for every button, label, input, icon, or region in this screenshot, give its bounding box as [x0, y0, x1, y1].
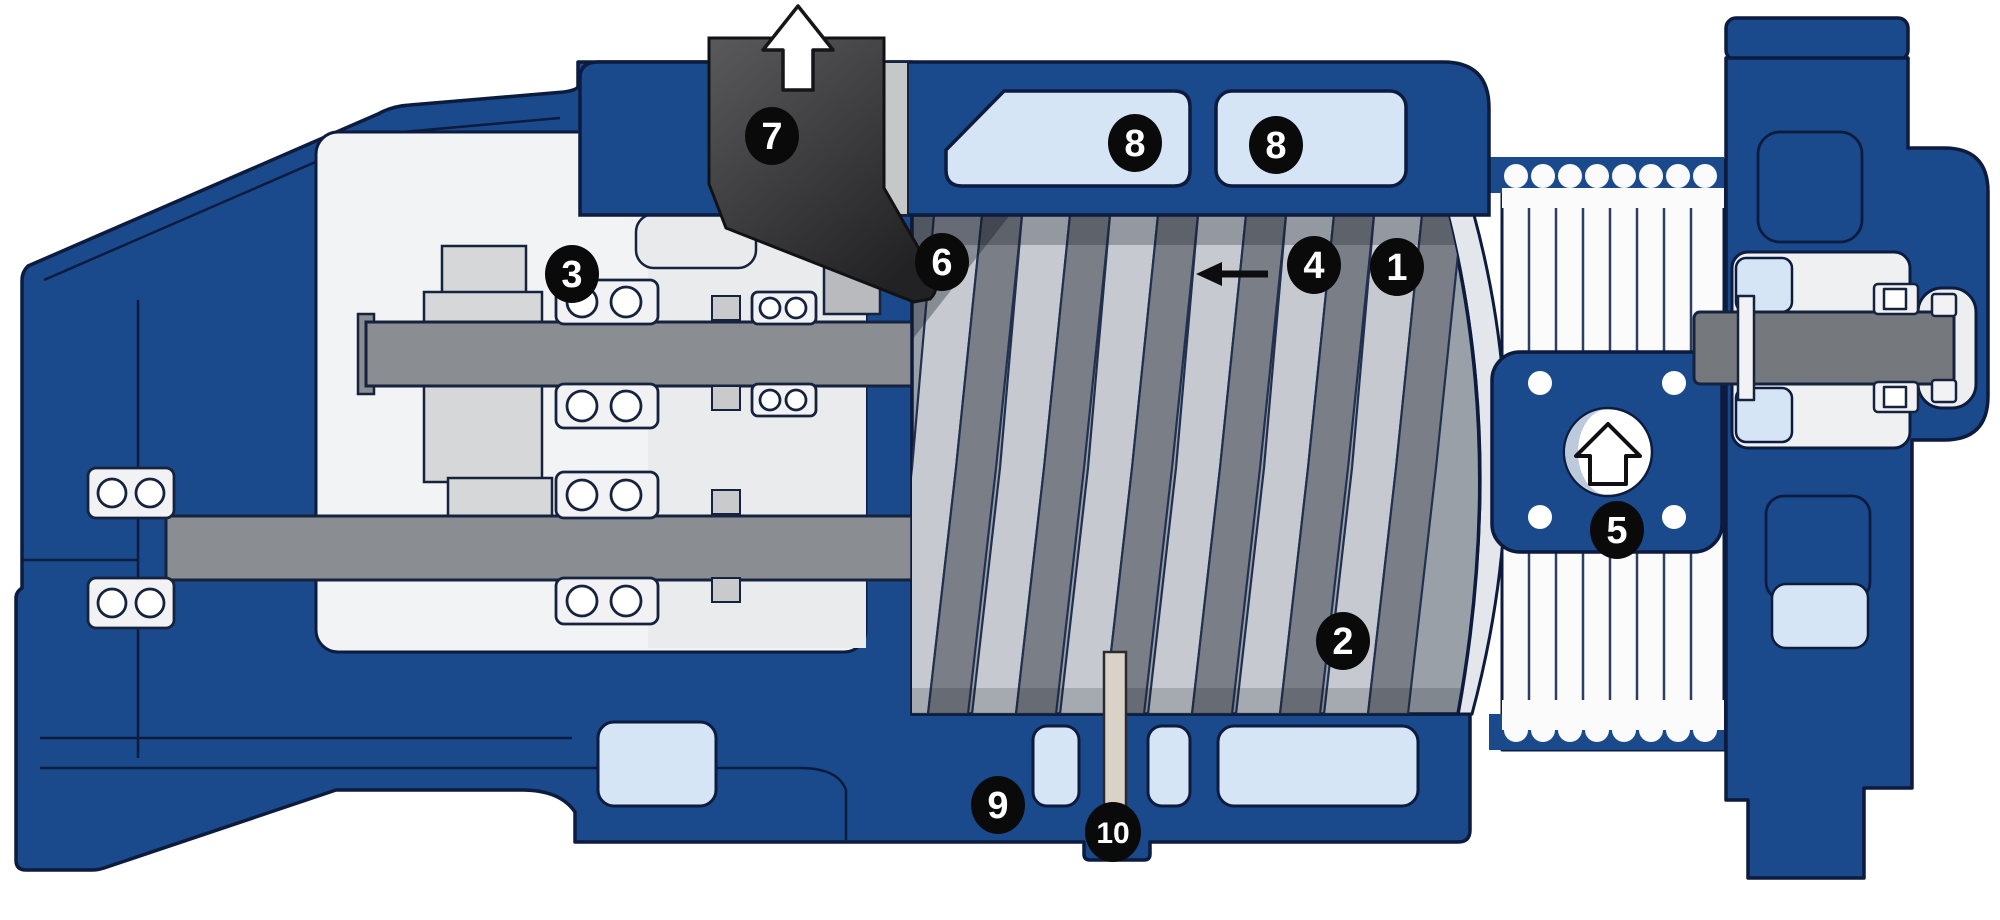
callout-label: 2	[1332, 621, 1353, 663]
callout-badges: 1 2 3 4 5 6 7 8 8 9 10	[545, 107, 1644, 862]
callout-label: 8	[1265, 125, 1286, 167]
callout-label: 3	[561, 254, 582, 296]
callout-5: 5	[1590, 501, 1644, 559]
housing-cap	[1724, 16, 1910, 62]
rotor-blade	[1146, 215, 1248, 714]
bottom-port	[1146, 724, 1192, 808]
callout-7: 7	[745, 107, 799, 165]
callout-label: 9	[987, 785, 1008, 827]
callout-label: 8	[1124, 123, 1145, 165]
callout-4: 4	[1287, 236, 1341, 294]
upper-rotor-shaft	[364, 320, 992, 388]
housing-body	[1724, 56, 1990, 880]
callout-label: 1	[1386, 247, 1407, 289]
lower-drive-shaft	[164, 514, 992, 582]
rotor-blades	[912, 215, 1464, 714]
flow-direction-arrow-left-icon	[1196, 262, 1268, 286]
callout-label: 7	[761, 116, 782, 158]
callout-1: 1	[1370, 238, 1424, 296]
shaft-seals	[711, 295, 741, 603]
rotor-blade-shadow-face	[926, 215, 1024, 714]
bearings	[86, 278, 818, 630]
callout-3: 3	[545, 245, 599, 303]
silencer-panel-right	[1214, 89, 1408, 188]
oil-pockets	[1734, 256, 1870, 650]
inlet-arrow-up-icon	[1574, 422, 1642, 486]
callout-10: 10	[1085, 802, 1141, 862]
rotor-blade	[1322, 215, 1424, 714]
shaft-collar	[1736, 294, 1756, 402]
right-bearings	[1872, 282, 1958, 414]
callout-2: 2	[1316, 612, 1370, 670]
rotor-blade-shadow-face	[1278, 215, 1376, 714]
callout-8b: 8	[1249, 116, 1303, 174]
callout-label: 4	[1303, 245, 1324, 287]
cooling-ports	[596, 720, 1420, 808]
rotor-blade-shadow-face	[1102, 215, 1200, 714]
output-shaft	[1692, 310, 1956, 386]
bellows-top-fingers	[1502, 164, 1724, 208]
bellows-bottom-fingers	[1502, 700, 1724, 742]
exhaust-gasket-strip	[883, 61, 909, 216]
bottom-port	[1031, 724, 1081, 808]
rotor-blade-shadow-face	[1190, 215, 1288, 714]
inlet-flange	[1490, 350, 1724, 554]
rotor-blade	[1058, 215, 1160, 714]
rotor-blade-shadow-face	[1366, 215, 1464, 714]
rotor-blade-shadow-face	[1014, 215, 1112, 714]
callout-9: 9	[971, 776, 1025, 834]
inlet-opening-shade	[1565, 409, 1608, 495]
bottom-port	[596, 720, 718, 808]
flange-bolt-holes	[1528, 371, 1686, 529]
screw-rotor-chamber	[910, 213, 1508, 716]
rotor-blade	[912, 215, 984, 714]
callout-6: 6	[915, 233, 969, 291]
rotor-blade	[1234, 215, 1336, 714]
callout-label: 6	[931, 242, 952, 284]
right-bearing-housing	[1692, 16, 1990, 880]
exhaust-arrow-up-icon	[761, 4, 835, 92]
callout-label: 5	[1606, 510, 1627, 552]
rotor-blade	[970, 215, 1072, 714]
bottom-port	[1216, 724, 1420, 808]
callout-8a: 8	[1108, 114, 1162, 172]
callout-label: 10	[1096, 817, 1129, 850]
